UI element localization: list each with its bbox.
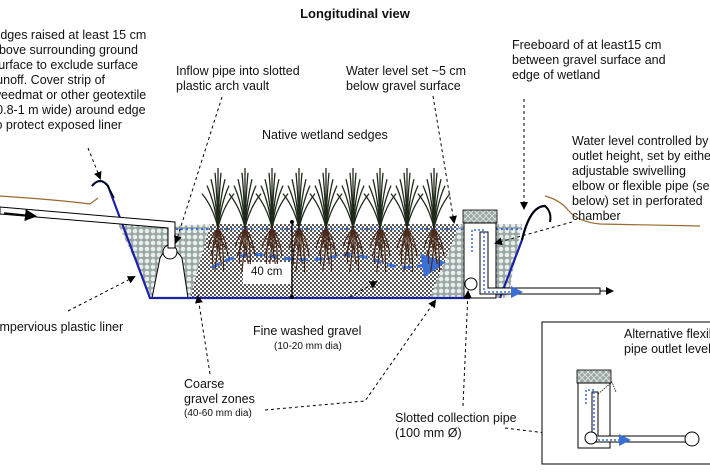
label-fine-gravel: Fine washed gravel xyxy=(253,324,362,338)
label-inflow: Inflow pipe into slotted plastic arch va… xyxy=(176,64,300,93)
sedge-plant-icon xyxy=(255,168,289,273)
sedge-plant-icon xyxy=(201,168,235,273)
sedge-plant-icon xyxy=(363,168,397,273)
label-freeboard: Freeboard of at least15 cm between grave… xyxy=(512,38,666,82)
sedge-plant-icon xyxy=(417,168,451,273)
leader-coarse-left xyxy=(194,295,211,375)
sedge-plant-icon xyxy=(228,168,262,273)
outlet-chamber-lid xyxy=(462,209,498,224)
leader-edges xyxy=(87,147,102,180)
sedge-plant-icon xyxy=(390,168,424,273)
sedge-plant-icon xyxy=(336,168,370,273)
outlet-flow xyxy=(471,229,523,298)
label-alternative: Alternative flexible pipe outlet level xyxy=(624,327,710,356)
depth-label: 40 cm xyxy=(246,264,288,280)
label-collection-pipe: Slotted collection pipe (100 mm Ø) xyxy=(395,411,517,440)
ground-line-right xyxy=(544,195,701,227)
ground-line-left xyxy=(0,195,99,205)
leader-liner xyxy=(67,276,136,312)
leader-inflow xyxy=(174,96,223,244)
inflow-pipe xyxy=(0,206,176,249)
label-coarse-gravel-size: (40-60 mm dia) xyxy=(184,408,252,419)
collection-pipe-circle xyxy=(464,277,478,291)
sedge-plant-icon xyxy=(309,168,343,273)
label-outlet-control: Water level controlled by outlet height,… xyxy=(572,134,710,223)
leader-collection xyxy=(462,290,472,407)
label-liner: Impervious plastic liner xyxy=(0,320,124,334)
alternative-inset xyxy=(541,321,710,465)
outlet-elbow-pipe xyxy=(479,231,601,295)
flow-path xyxy=(211,253,446,278)
liner-edge-right xyxy=(521,204,552,241)
label-water-level: Water level set ~5 cm below gravel surfa… xyxy=(346,64,467,93)
label-fine-gravel-size: (10-20 mm dia) xyxy=(274,341,342,352)
sedge-plants xyxy=(201,168,451,273)
leader-fine-gravel xyxy=(349,281,378,298)
label-edges: Edges raised at least 15 cm above surrou… xyxy=(0,28,147,132)
liner-edge-left xyxy=(91,180,115,199)
leader-outlet xyxy=(494,221,573,246)
leader-coarse-right xyxy=(264,299,437,411)
label-sedges: Native wetland sedges xyxy=(262,128,388,142)
sedge-plant-icon xyxy=(282,168,316,273)
diagram-title: Longitudinal view xyxy=(300,6,410,21)
inflow-arrow-icon xyxy=(3,209,37,222)
label-coarse-gravel: Coarse gravel zones xyxy=(184,377,255,406)
